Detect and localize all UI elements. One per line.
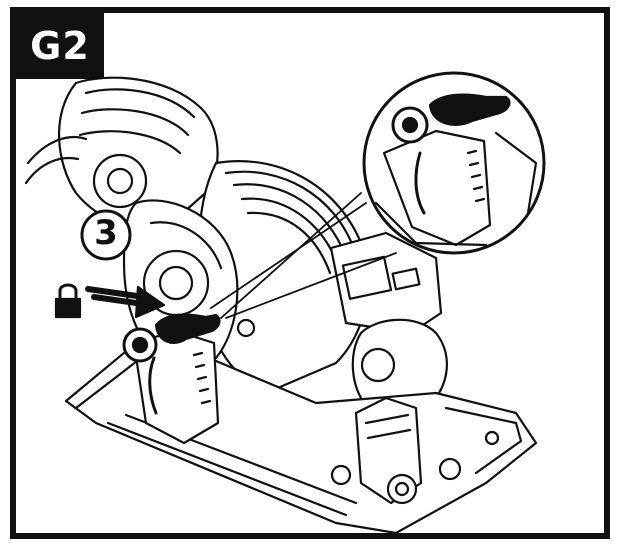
bevel-lock-lever bbox=[122, 313, 221, 363]
figure-frame: G2 bbox=[10, 7, 610, 539]
rear-housing bbox=[329, 231, 448, 410]
motor-housing bbox=[24, 76, 219, 232]
saw-illustration bbox=[24, 71, 546, 533]
magnified-detail bbox=[362, 71, 546, 255]
rear-bevel-bracket bbox=[354, 396, 423, 505]
lock-icon bbox=[54, 283, 82, 319]
step-number: 3 bbox=[94, 213, 118, 253]
arrow-right-icon bbox=[85, 285, 166, 319]
callout-wedge bbox=[210, 192, 397, 319]
figure-label: G2 bbox=[16, 13, 104, 79]
front-bevel-bracket bbox=[132, 329, 220, 445]
step-number-badge bbox=[80, 209, 132, 261]
